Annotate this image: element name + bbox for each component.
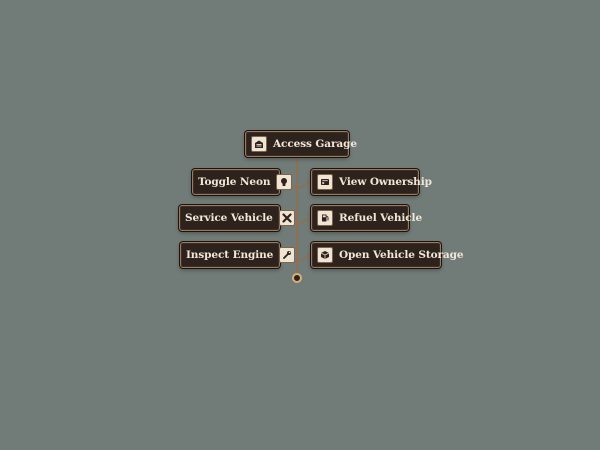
refuel-vehicle-label: Refuel Vehicle — [339, 212, 423, 224]
menu-spine — [296, 158, 298, 276]
inspect-engine-label: Inspect Engine — [186, 249, 274, 261]
refuel-vehicle-button[interactable]: Refuel Vehicle — [311, 205, 422, 231]
menu-anchor-dot — [292, 273, 302, 283]
open-vehicle-storage-button[interactable]: Open Vehicle Storage — [311, 242, 464, 268]
toggle-neon-button[interactable]: Toggle Neon — [192, 169, 293, 195]
service-vehicle-label: Service Vehicle — [185, 212, 273, 224]
id-card-icon — [317, 174, 333, 190]
toggle-neon-label: Toggle Neon — [198, 176, 271, 188]
fuel-pump-icon — [317, 210, 333, 226]
wrench-icon — [279, 247, 296, 263]
view-ownership-label: View Ownership — [339, 176, 432, 188]
tools-icon — [278, 210, 295, 226]
access-garage-label: Access Garage — [273, 138, 357, 150]
lightbulb-icon — [276, 174, 293, 190]
open-vehicle-storage-label: Open Vehicle Storage — [339, 249, 464, 261]
box-icon — [317, 247, 333, 263]
garage-icon — [251, 136, 267, 152]
access-garage-button[interactable]: Access Garage — [245, 131, 357, 157]
service-vehicle-button[interactable]: Service Vehicle — [179, 205, 295, 231]
inspect-engine-button[interactable]: Inspect Engine — [180, 242, 296, 268]
view-ownership-button[interactable]: View Ownership — [311, 169, 432, 195]
